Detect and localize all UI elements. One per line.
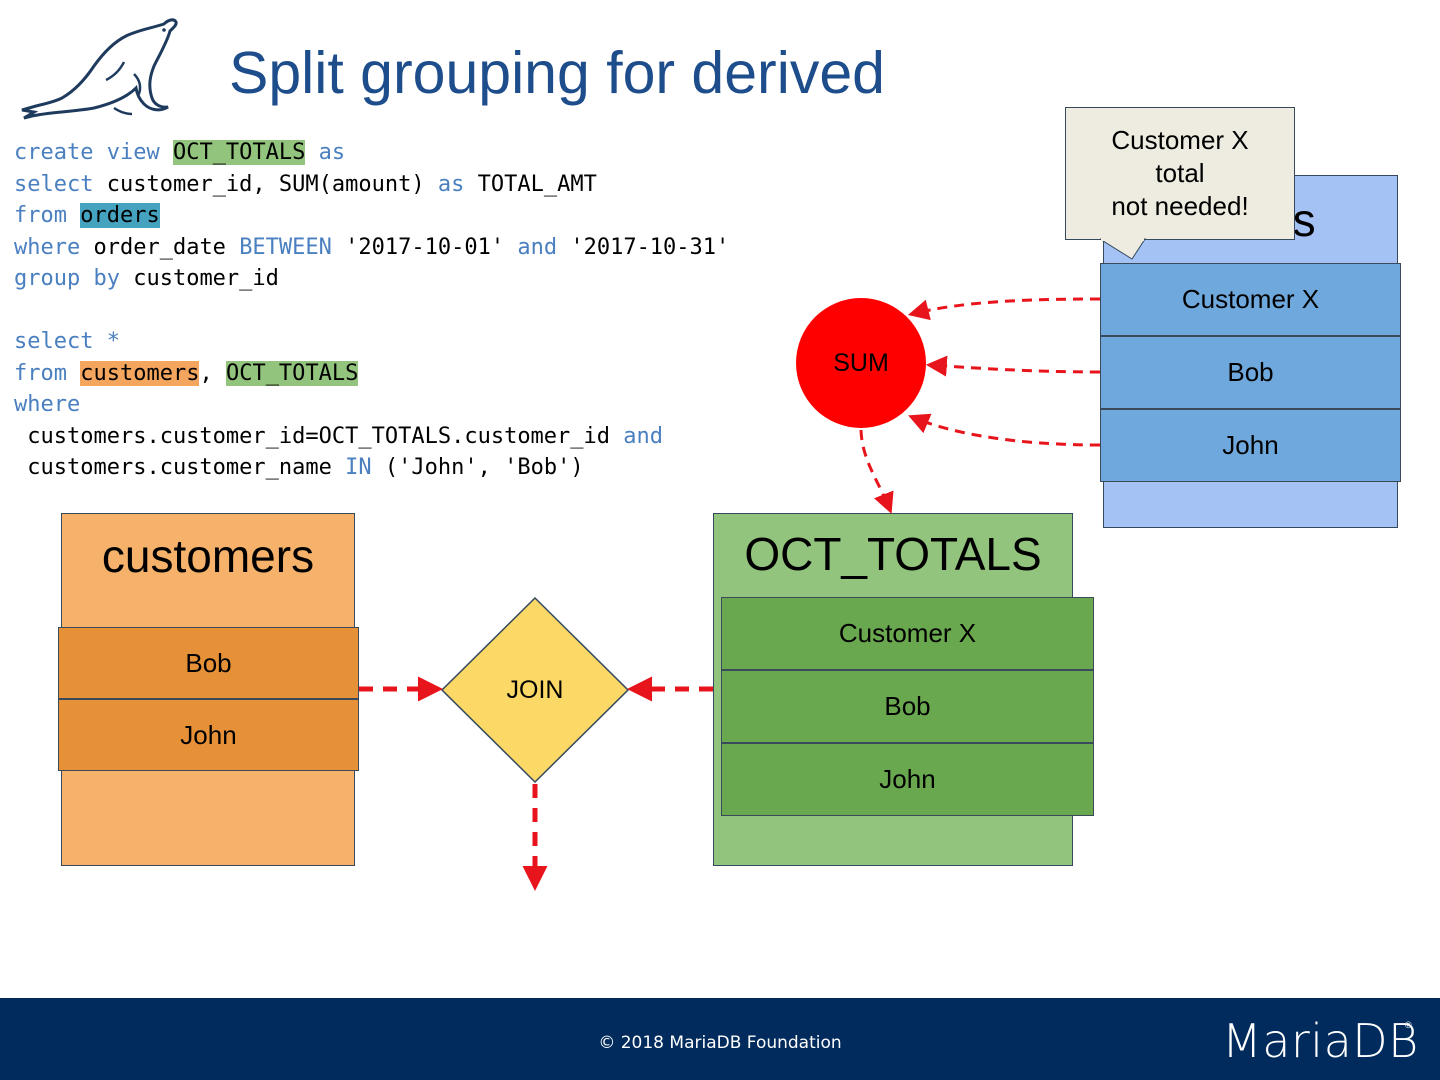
arrow-john-to-sum [908,413,1101,447]
footer-bar [0,998,1440,1080]
oct-totals-row: Customer X [721,597,1094,670]
registered-mark: ® [1405,1020,1412,1030]
orders-row: John [1100,409,1401,482]
orders-rows: Customer X Bob John [1100,263,1401,482]
callout-pointer [1100,238,1146,260]
join-label: JOIN [506,676,564,704]
slide-title: Split grouping for derived [229,40,885,106]
oct-totals-row: John [721,743,1094,816]
mariadb-seal-logo [21,18,178,120]
mariadb-wordmark: MariaDB [1222,1014,1419,1068]
orders-row: Bob [1100,336,1401,409]
sum-node: SUM [796,298,926,428]
orders-row: Customer X [1100,263,1401,336]
arrow-sum-to-oct-totals [859,429,894,514]
callout-line: Customer X [1111,125,1249,155]
footer-copyright: © 2018 MariaDB Foundation [598,1033,842,1053]
callout-note: Customer X total not needed! [1065,107,1295,240]
customers-row: Bob [58,627,359,699]
customers-row: John [58,699,359,771]
sql-code-block: create view OCT_TOTALS as select custome… [14,140,730,480]
customers-rows: Bob John [58,627,359,771]
arrow-bob-to-sum [925,355,1101,377]
code-view-name: OCT_TOTALS [172,140,306,165]
code-view-ref: OCT_TOTALS [225,360,359,386]
oct-totals-rows: Customer X Bob John [721,597,1094,816]
arrow-customer-x-to-sum [907,297,1101,321]
customers-table-title: customers [101,530,315,582]
join-diamond [441,597,629,783]
code-join-table: customers [80,360,200,386]
oct-totals-row: Bob [721,670,1094,743]
code-source-table: orders [80,203,160,228]
callout-line: not needed! [1111,191,1249,221]
callout-line: total [1155,158,1205,188]
oct-totals-table-title: OCT_TOTALS [744,528,1042,580]
